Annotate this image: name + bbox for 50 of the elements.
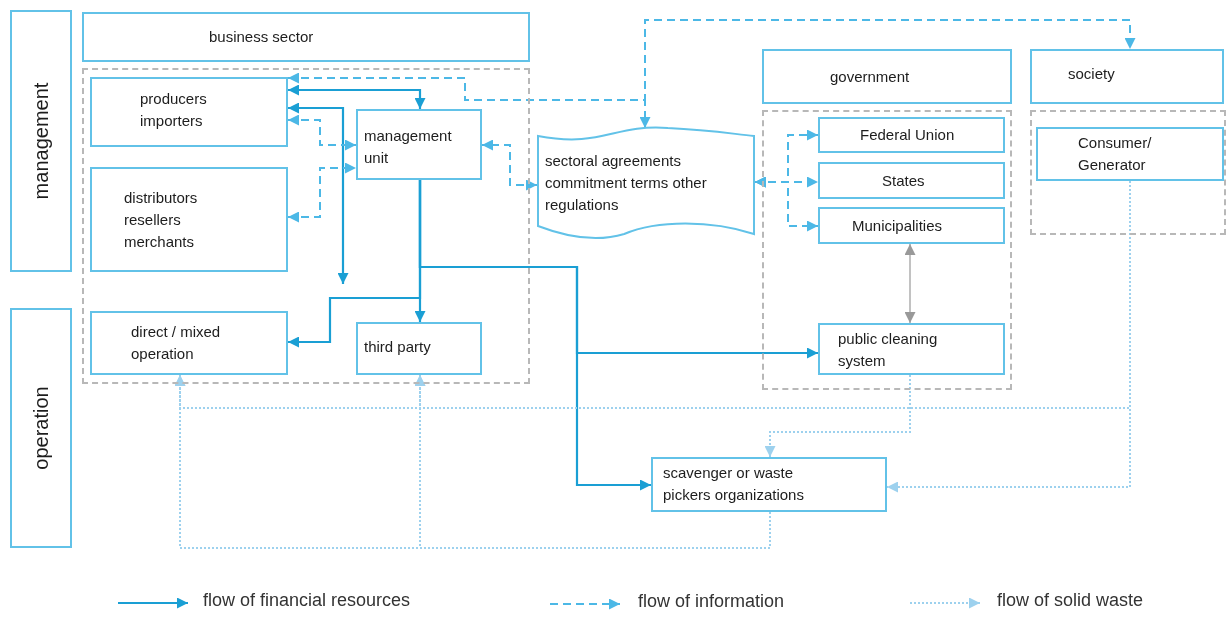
process-box <box>762 49 1012 104</box>
node-label: direct / mixed operation <box>131 322 222 364</box>
node-label: Federal Union <box>860 125 955 145</box>
process-box <box>818 117 1005 153</box>
group-frame <box>1030 110 1226 235</box>
node-label: Municipalities <box>852 216 943 236</box>
node-label: third party <box>364 337 431 357</box>
legend-label: flow of solid waste <box>997 590 1144 611</box>
process-box <box>818 207 1005 244</box>
arrow <box>904 243 916 324</box>
node-label: Consumer/ Generator <box>1078 133 1153 175</box>
process-box <box>818 162 1005 199</box>
arrow <box>287 162 357 223</box>
group-frame <box>762 110 1012 390</box>
process-box <box>1030 49 1224 104</box>
node-label: public cleaning system <box>838 329 939 371</box>
node-label: government <box>830 67 910 87</box>
process-box <box>82 12 530 62</box>
node-label: producers importers <box>140 89 208 131</box>
process-box <box>651 457 887 512</box>
node-label: distributors resellers merchants <box>124 188 199 252</box>
section-band <box>10 10 72 272</box>
arrow <box>481 139 538 191</box>
node-label: business sector <box>209 27 314 47</box>
legend-label: flow of information <box>638 591 785 612</box>
arrow <box>288 84 426 109</box>
arrow <box>418 180 651 491</box>
node-label: scavenger or waste pickers organizations <box>663 463 805 505</box>
arrow <box>287 114 357 151</box>
legend-label: flow of financial resources <box>203 590 411 611</box>
process-box <box>1036 127 1224 181</box>
node-label: management unit <box>364 126 453 168</box>
arrow <box>414 374 771 549</box>
node-label: operation <box>30 386 52 470</box>
process-box <box>356 322 482 375</box>
node-label: society <box>1068 64 1115 84</box>
node-label: management <box>30 82 52 200</box>
section-band <box>10 308 72 548</box>
process-box <box>818 323 1005 375</box>
process-box <box>90 311 288 375</box>
arrow <box>764 374 911 458</box>
arrow <box>754 176 819 232</box>
node-label: sectoral agreements commitment terms other regulations <box>545 151 708 215</box>
process-box <box>356 109 482 180</box>
process-box <box>90 77 288 147</box>
process-box <box>90 167 288 272</box>
group-frame <box>82 68 530 384</box>
arrow <box>288 102 349 284</box>
document-shape <box>537 126 755 242</box>
node-label: States <box>882 171 925 191</box>
